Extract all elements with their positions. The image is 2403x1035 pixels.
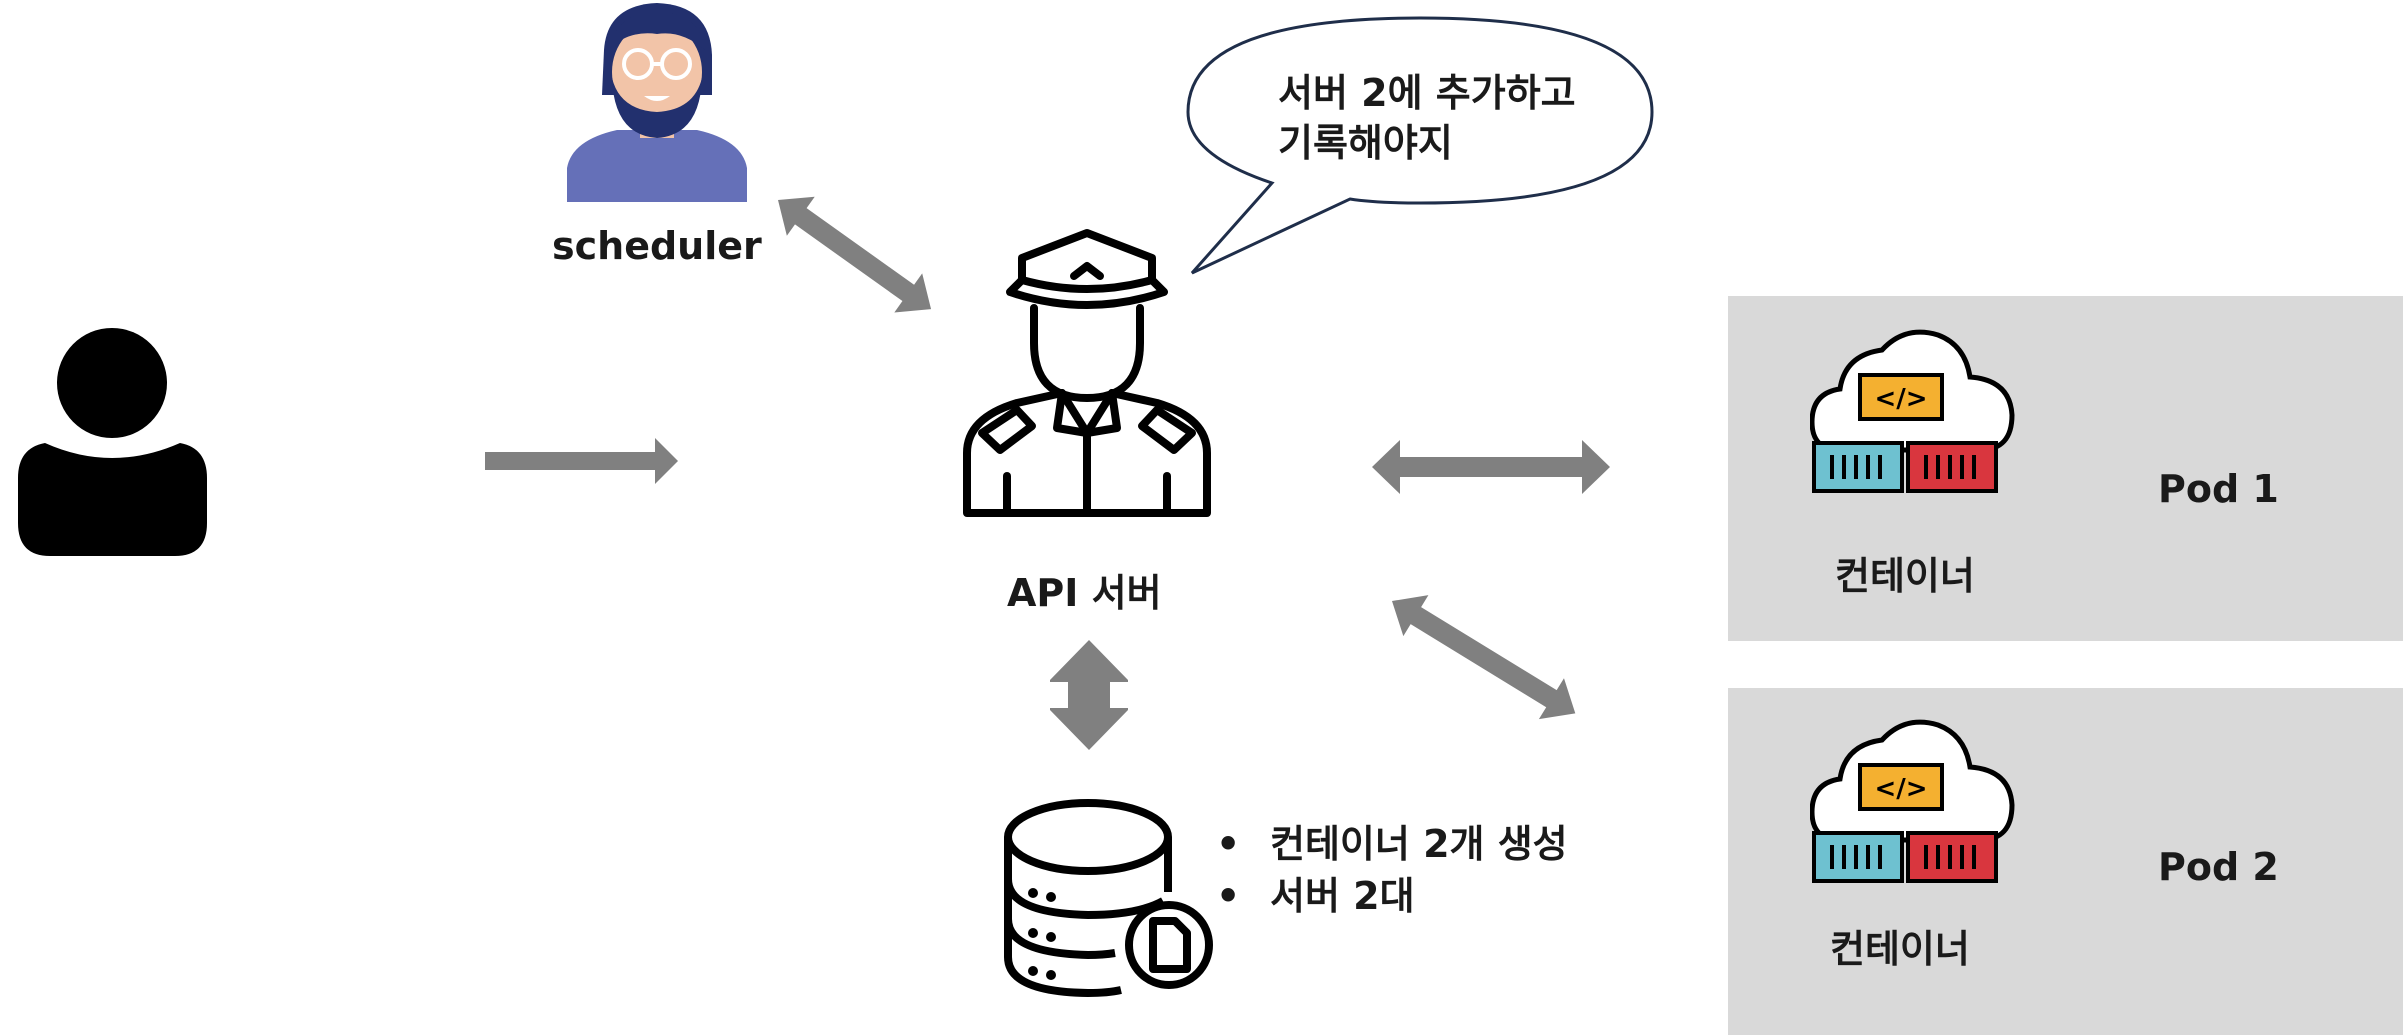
speech-line-1: 서버 2에 추가하고 [1278,71,1576,115]
pod-1-code-glyph: </> [1874,384,1927,414]
scheduler-label: scheduler [552,224,762,268]
arrow-api-pod2 [1392,595,1576,720]
speech-bubble [1186,16,1654,275]
etcd-bullet-text: 컨테이너 2개 생성 [1270,822,1568,866]
pod-2-container-label: 컨테이너 [1830,927,1970,971]
scheduler-avatar-icon [567,3,747,202]
pod-2-code-glyph: </> [1874,774,1927,804]
speech-line-2: 기록해야지 [1278,121,1453,165]
database-icon [1004,799,1213,997]
arrow-user-to-api [485,438,678,484]
pod-1-cloud-container-icon: </> [1810,329,2015,493]
arrow-scheduler-api [778,196,932,313]
etcd-bullet-item: •서버 2대 [1216,874,1415,918]
arrow-api-pod1 [1372,440,1610,494]
pod-1-container-label: 컨테이너 [1835,554,1975,598]
etcd-bullet-item: •컨테이너 2개 생성 [1216,822,1568,866]
api-server-officer-icon [963,229,1211,517]
user-icon [18,328,207,556]
pod-1-name: Pod 1 [2158,467,2279,511]
pod-2-cloud-container-icon: </> [1810,719,2015,883]
etcd-bullet-text: 서버 2대 [1270,874,1415,918]
speech-bubble-text: 서버 2에 추가하고 기록해야지 [1278,68,1576,168]
etcd-bullet-list: •컨테이너 2개 생성 •서버 2대 [1216,818,1568,922]
api-server-label: API 서버 [1007,571,1162,615]
arrow-api-etcd [1050,640,1128,750]
pod-2-name: Pod 2 [2158,845,2279,889]
